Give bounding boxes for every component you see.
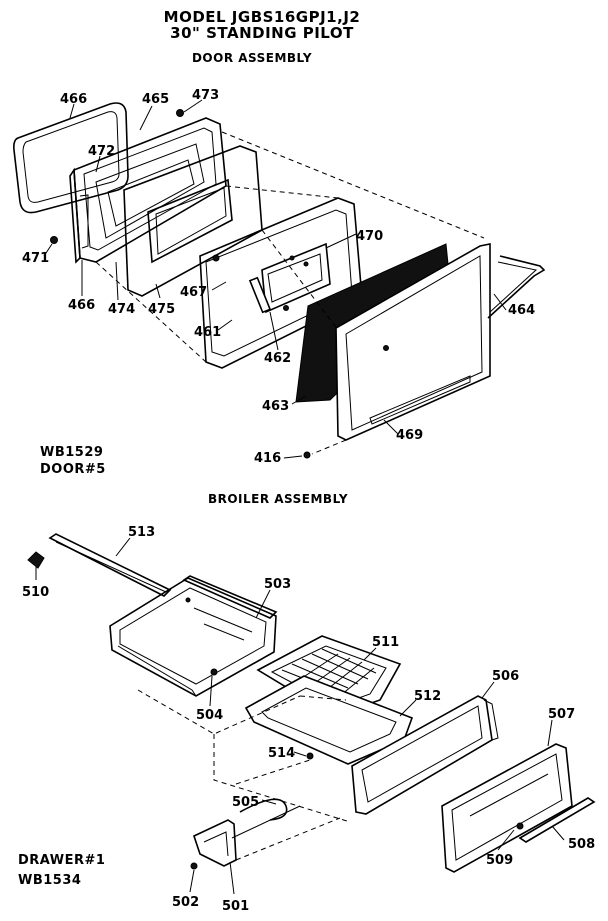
broiler-leader-lines [35,537,565,895]
part-label-505: 505 [232,795,259,810]
part-label-514: 514 [268,746,295,761]
part-label-510: 510 [22,585,49,600]
part-label-508: 508 [568,837,595,852]
part-label-475: 475 [148,302,175,317]
door-leader-lines [43,99,507,459]
part-label-502: 502 [172,895,199,910]
door-part-number: WB1529 [40,445,103,460]
part-label-503: 503 [264,577,291,592]
part-label-416: 416 [254,451,281,466]
part-label-462: 462 [264,351,291,366]
door-assembly-drawing [13,102,546,459]
part-label-472: 472 [88,144,115,159]
part-label-461: 461 [194,325,221,340]
part-label-509: 509 [486,853,513,868]
door-assembly-heading: DOOR ASSEMBLY [192,51,312,65]
part-label-513: 513 [128,525,155,540]
part-label-464: 464 [508,303,535,318]
part-label-470: 470 [356,229,383,244]
part-label-506: 506 [492,669,519,684]
broiler-assembly-heading: BROILER ASSEMBLY [208,492,348,506]
door-number: DOOR#5 [40,462,106,477]
drawer-part-number: WB1534 [18,873,81,888]
part-label-511: 511 [372,635,399,650]
part-label-471: 471 [22,251,49,266]
part-label-465: 465 [142,92,169,107]
part-label-473: 473 [192,88,219,103]
part-label-501: 501 [222,899,249,914]
part-label-474: 474 [108,302,135,317]
part-label-466: 466 [60,92,87,107]
part-label-469: 469 [396,428,423,443]
part-label-463: 463 [262,399,289,414]
part-label-466-lower: 466 [68,298,95,313]
broiler-assembly-drawing [27,533,596,873]
drawer-number: DRAWER#1 [18,853,105,868]
model-subtitle: 30" STANDING PILOT [170,24,354,42]
part-label-507: 507 [548,707,575,722]
part-label-504: 504 [196,708,223,723]
part-label-512: 512 [414,689,441,704]
part-label-467: 467 [180,285,207,300]
model-title: MODEL JGBS16GPJ1,J2 [164,8,361,26]
